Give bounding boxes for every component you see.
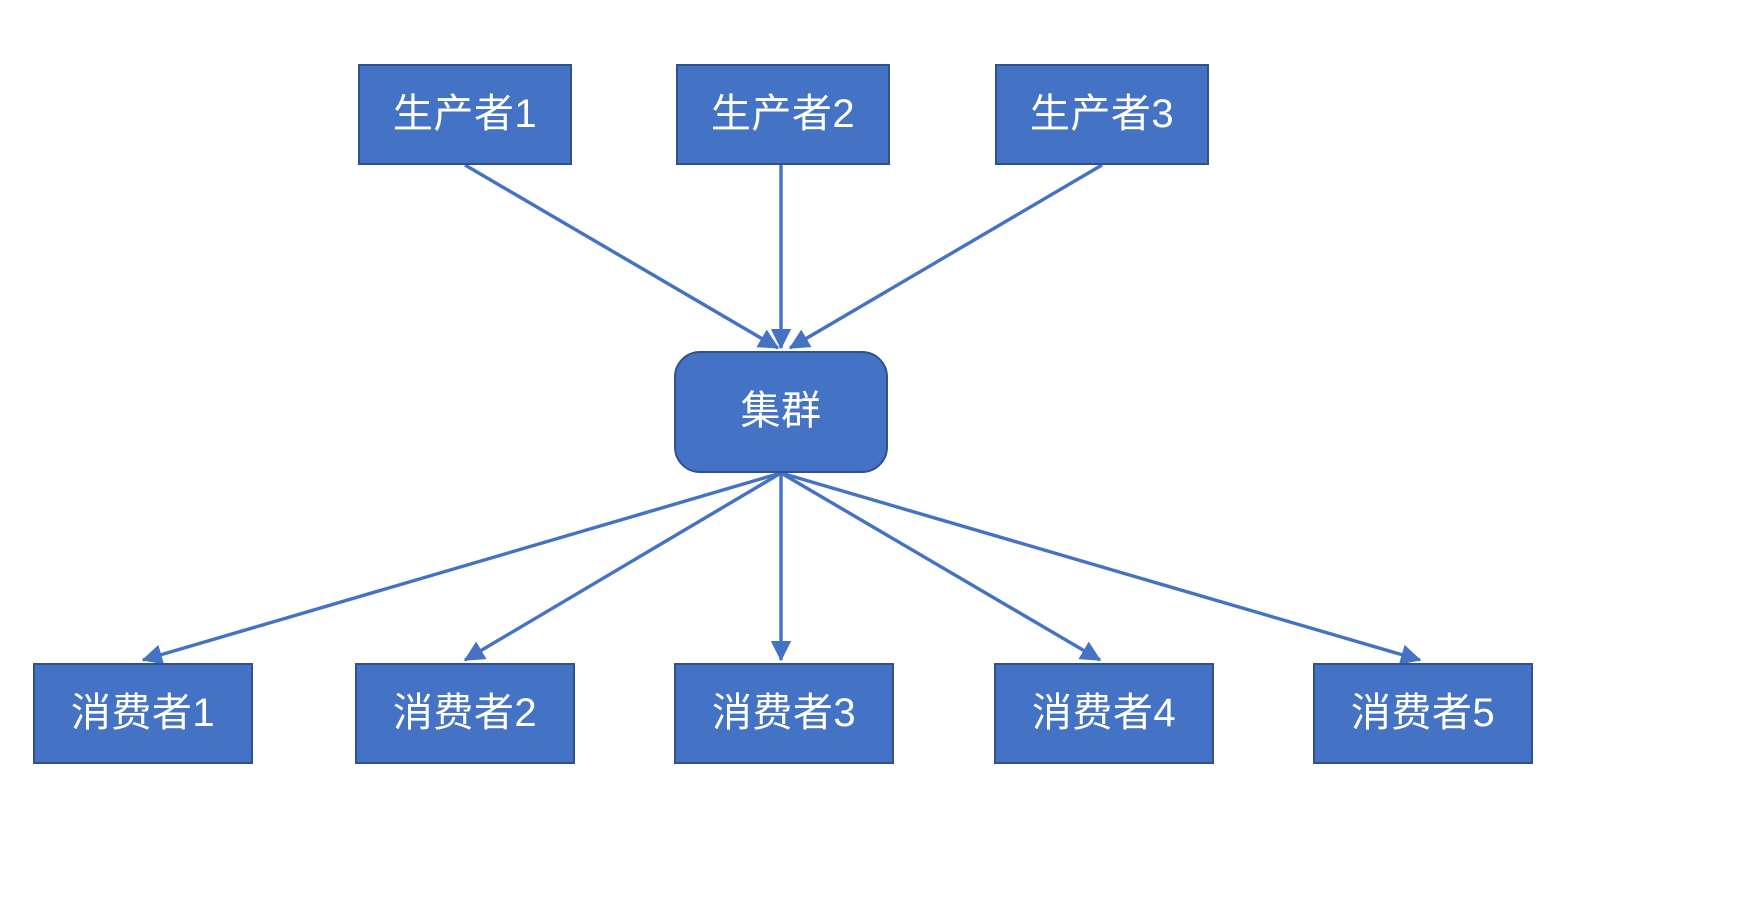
node-consumer-4[interactable]: 消费者4: [994, 663, 1214, 764]
edge-cluster-consumer-2: [463, 471, 782, 662]
node-producer-3-label: 生产者3: [1029, 91, 1175, 136]
node-consumer-5-label: 消费者5: [1350, 690, 1496, 735]
node-producer-1[interactable]: 生产者1: [358, 64, 572, 165]
node-consumer-2-label: 消费者2: [392, 690, 538, 735]
node-cluster-label: 集群: [740, 389, 822, 433]
node-producer-2[interactable]: 生产者2: [676, 64, 890, 165]
node-producer-3[interactable]: 生产者3: [995, 64, 1209, 165]
node-consumer-1[interactable]: 消费者1: [33, 663, 253, 764]
edge-cluster-consumer-4: [780, 471, 1102, 662]
edge-cluster-consumer-5: [780, 471, 1422, 665]
node-consumer-5[interactable]: 消费者5: [1313, 663, 1533, 764]
node-consumer-3-label: 消费者3: [711, 690, 857, 735]
node-consumer-3[interactable]: 消费者3: [674, 663, 894, 764]
edge-producer-1-cluster: [464, 163, 780, 350]
node-producer-2-label: 生产者2: [710, 91, 856, 136]
node-cluster[interactable]: 集群: [674, 351, 888, 473]
node-consumer-4-label: 消费者4: [1031, 690, 1177, 735]
node-consumer-2[interactable]: 消费者2: [355, 663, 575, 764]
edge-producer-3-cluster: [788, 163, 1103, 350]
node-consumer-1-label: 消费者1: [70, 690, 216, 735]
node-producer-1-label: 生产者1: [392, 91, 538, 136]
edge-cluster-consumer-1: [141, 471, 782, 665]
